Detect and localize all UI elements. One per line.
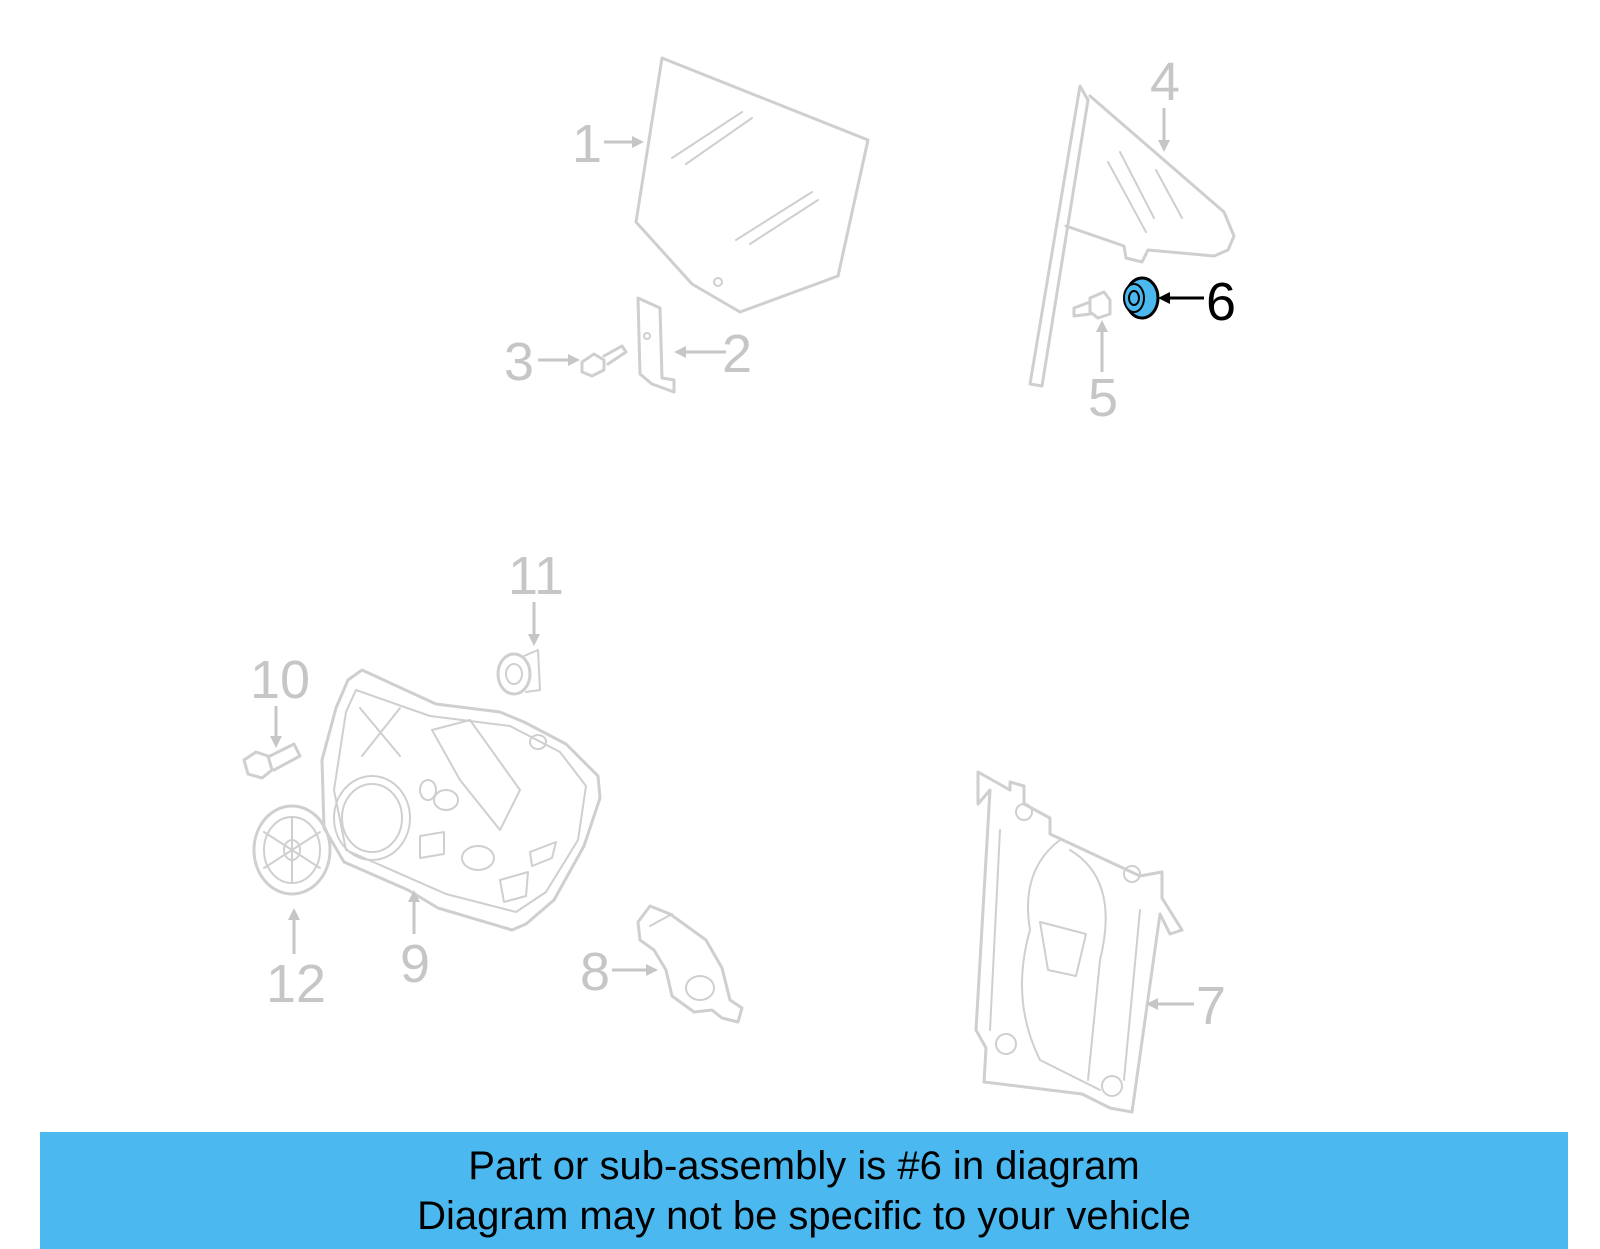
part-8-regulator-motor[interactable] bbox=[636, 904, 744, 1024]
info-banner: Part or sub-assembly is #6 in diagram Di… bbox=[40, 1132, 1568, 1249]
part-7-window-regulator[interactable] bbox=[974, 770, 1184, 1114]
banner-line-part-number: Part or sub-assembly is #6 in diagram bbox=[468, 1143, 1140, 1188]
callout-9: 9 bbox=[400, 934, 430, 994]
part-3-bolt[interactable] bbox=[580, 344, 628, 378]
part-4-quarter-glass[interactable] bbox=[1028, 84, 1236, 388]
callout-8: 8 bbox=[580, 942, 610, 1002]
callout-11: 11 bbox=[508, 546, 564, 606]
callout-5: 5 bbox=[1088, 368, 1118, 428]
callout-4: 4 bbox=[1150, 52, 1180, 112]
part-9-door-module-panel[interactable] bbox=[320, 668, 602, 932]
part-6-grommet-highlighted[interactable] bbox=[1123, 276, 1160, 320]
callout-3: 3 bbox=[504, 332, 534, 392]
part-12-speaker-cover[interactable] bbox=[252, 804, 332, 896]
callout-1: 1 bbox=[572, 114, 602, 174]
part-10-bolt[interactable] bbox=[242, 742, 302, 780]
callout-6: 6 bbox=[1206, 272, 1236, 332]
callout-arrows bbox=[270, 108, 1204, 1010]
callout-labels: 1 2 3 4 5 6 7 8 9 10 11 12 bbox=[250, 52, 1236, 1036]
part-1-door-glass[interactable] bbox=[634, 56, 870, 314]
callout-7: 7 bbox=[1196, 976, 1226, 1036]
part-11-grommet[interactable] bbox=[496, 649, 541, 696]
callout-10: 10 bbox=[250, 650, 310, 710]
callout-2: 2 bbox=[722, 324, 752, 384]
callout-12: 12 bbox=[266, 954, 326, 1014]
banner-line-disclaimer: Diagram may not be specific to your vehi… bbox=[417, 1193, 1191, 1238]
part-5-screw[interactable] bbox=[1072, 290, 1112, 320]
part-2-channel-bracket[interactable] bbox=[636, 296, 676, 394]
